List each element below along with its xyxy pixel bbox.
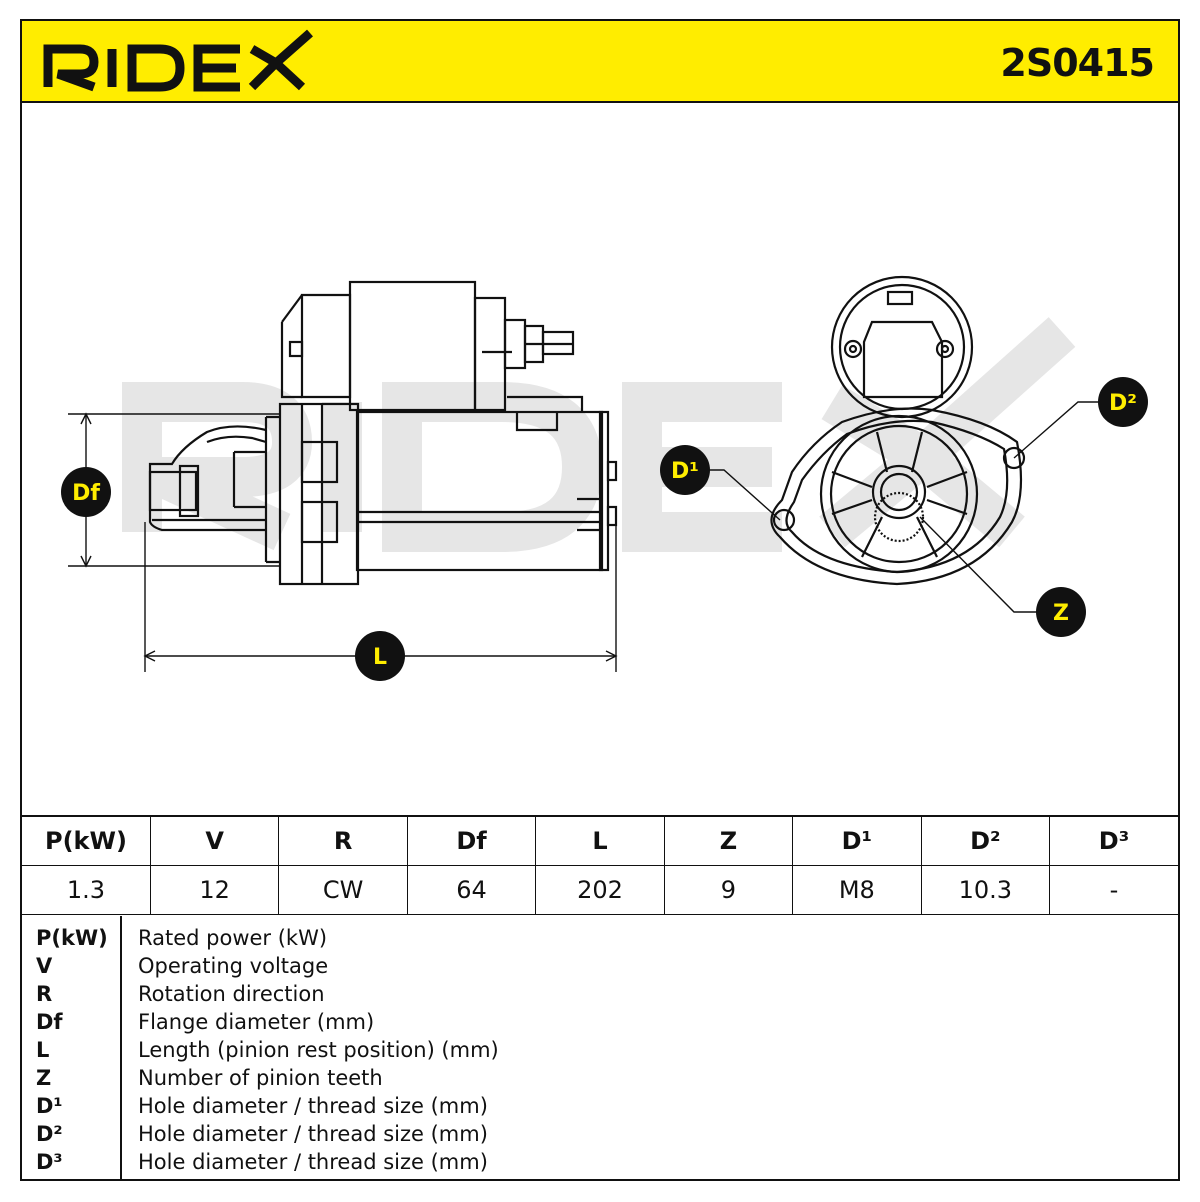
spec-value: 1.3 [22, 865, 151, 915]
spec-value: CW [278, 865, 408, 915]
spec-header: P(kW) [22, 815, 151, 866]
legend-description: Length (pinion rest position) (mm) [138, 1038, 499, 1062]
spec-header: D² [920, 815, 1051, 866]
spec-header: R [278, 815, 408, 866]
legend-row: Z Number of pinion teeth [22, 1064, 1178, 1092]
leader-lines [707, 401, 1100, 613]
legend-row: D² Hole diameter / thread size (mm) [22, 1120, 1178, 1148]
spec-value: 202 [535, 865, 665, 915]
legend-symbol: D¹ [36, 1094, 63, 1118]
legend-row: L Length (pinion rest position) (mm) [22, 1036, 1178, 1064]
legend-description: Hole diameter / thread size (mm) [138, 1122, 488, 1146]
legend-symbol: R [36, 982, 53, 1006]
callout-df: Df [61, 467, 111, 517]
legend-description: Number of pinion teeth [138, 1066, 383, 1090]
callout-d2: D² [1098, 377, 1148, 427]
ridex-logo [40, 29, 320, 99]
spec-header-row: P(kW) V R Df L Z D¹ D² D³ [22, 815, 1178, 866]
spec-header: D³ [1049, 815, 1178, 866]
callout-d1-label: D¹ [671, 459, 699, 484]
legend-description: Operating voltage [138, 954, 329, 978]
legend-row: D¹ Hole diameter / thread size (mm) [22, 1092, 1178, 1120]
legend-symbol: D³ [36, 1150, 63, 1174]
callout-d1: D¹ [660, 445, 710, 495]
part-number: 2S0415 [1000, 41, 1155, 85]
callout-l-label: L [373, 645, 387, 670]
legend-symbol: P(kW) [36, 926, 108, 950]
ridex-logo-mark [43, 29, 313, 92]
legend-row: D³ Hole diameter / thread size (mm) [22, 1148, 1178, 1176]
legend-symbol: V [36, 954, 53, 978]
spec-value: 12 [149, 865, 280, 915]
legend-description: Rated power (kW) [138, 926, 328, 950]
legend-description: Flange diameter (mm) [138, 1010, 375, 1034]
starter-front-view [770, 275, 1026, 586]
legend-description: Hole diameter / thread size (mm) [138, 1150, 488, 1174]
legend-symbol: D² [36, 1122, 63, 1146]
spec-header: L [535, 815, 665, 866]
legend-row: Df Flange diameter (mm) [22, 1008, 1178, 1036]
spec-value: 9 [663, 865, 794, 915]
starter-side-view [148, 280, 618, 586]
technical-drawing: Df L D¹ D² Z [22, 103, 1178, 815]
legend-row: R Rotation direction [22, 980, 1178, 1008]
callout-z: Z [1036, 587, 1086, 637]
spec-sheet: 2S0415 [20, 19, 1180, 1181]
spec-table: P(kW) V R Df L Z D¹ D² D³ 1.3 12 CW 64 2… [22, 815, 1178, 915]
legend-symbol: Z [36, 1066, 52, 1090]
callout-df-label: Df [72, 481, 100, 506]
spec-header: Df [406, 815, 537, 866]
legend-description: Rotation direction [138, 982, 325, 1006]
callout-l: L [355, 631, 405, 681]
spec-value: M8 [792, 865, 922, 915]
spec-value: 10.3 [920, 865, 1051, 915]
header-bar: 2S0415 [22, 21, 1178, 103]
spec-header: Z [663, 815, 794, 866]
spec-header: V [149, 815, 280, 866]
spec-value-row: 1.3 12 CW 64 202 9 M8 10.3 - [22, 865, 1178, 915]
legend-symbol: Df [36, 1010, 63, 1034]
callout-d2-label: D² [1109, 391, 1137, 416]
legend: P(kW) Rated power (kW) V Operating volta… [22, 916, 1178, 1179]
legend-divider [120, 916, 122, 1179]
callout-z-label: Z [1053, 601, 1069, 626]
legend-row: V Operating voltage [22, 952, 1178, 980]
spec-header: D¹ [792, 815, 922, 866]
spec-value: - [1049, 865, 1178, 915]
legend-description: Hole diameter / thread size (mm) [138, 1094, 488, 1118]
legend-row: P(kW) Rated power (kW) [22, 924, 1178, 952]
spec-value: 64 [406, 865, 537, 915]
legend-symbol: L [36, 1038, 50, 1062]
